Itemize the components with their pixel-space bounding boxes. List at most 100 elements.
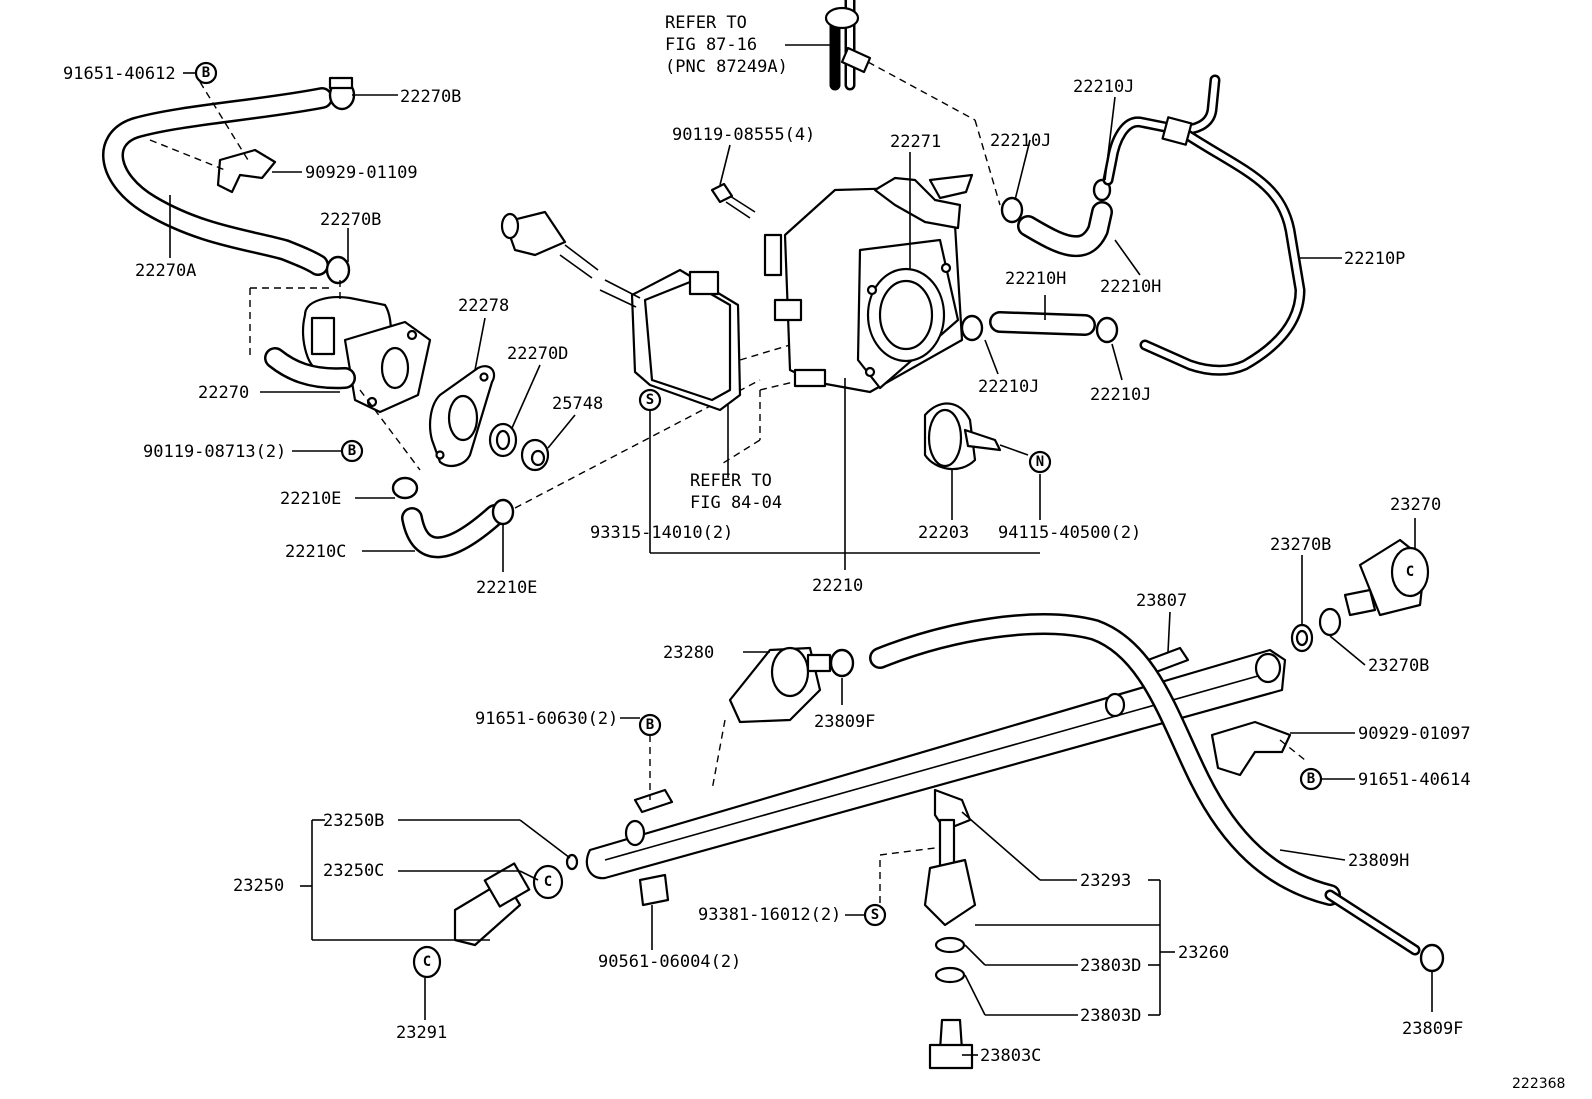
label-22270a: 22270A: [135, 261, 196, 281]
seal-25748: [520, 438, 550, 472]
clamp-23809f-right: [1419, 943, 1445, 973]
label-93315-14010: 93315-14010(2): [590, 523, 733, 543]
hose-22270a: [102, 87, 333, 276]
svg-text:N: N: [1036, 454, 1044, 470]
clamp-22270b-top: [328, 76, 356, 111]
valve-22270: [302, 296, 432, 414]
dash-22270-d: [359, 389, 421, 471]
svg-text:C: C: [1406, 564, 1414, 580]
label-22270b-top: 22270B: [400, 87, 461, 107]
label-22278: 22278: [458, 296, 509, 316]
label-22210j-4: 22210J: [1090, 385, 1151, 405]
label-22210e-bottom: 22210E: [476, 578, 537, 598]
symbol-b-1: B: [194, 61, 218, 85]
throttle-position-sensor: [599, 268, 742, 412]
injector-23250: [412, 853, 579, 979]
svg-text:B: B: [348, 443, 356, 459]
label-90929-01097: 90929-01097: [1358, 724, 1471, 744]
gasket-23270b-1: [1290, 623, 1314, 653]
label-23293: 23293: [1080, 871, 1131, 891]
label-22203: 22203: [918, 523, 969, 543]
dash-90929: [1279, 739, 1306, 761]
pressure-regulator-23280: [728, 646, 832, 724]
label-90561-06004: 90561-06004(2): [598, 952, 741, 972]
label-23809f-1: 23809F: [814, 712, 875, 732]
gasket-23270b-2: [1318, 607, 1342, 637]
label-22210h-1: 22210H: [1100, 277, 1161, 297]
clip-90929-01109: [216, 148, 277, 194]
label-23809h: 23809H: [1348, 851, 1409, 871]
label-23260: 23260: [1178, 943, 1229, 963]
gasket-22278: [429, 365, 496, 468]
throttle-body-22210: [763, 173, 974, 394]
pulsation-damper-23270: [1343, 538, 1430, 617]
svg-text:S: S: [871, 907, 879, 923]
clamp-22210j-4: [1095, 316, 1119, 344]
leader-lines: [169, 44, 1433, 1056]
dash-b1: [199, 81, 249, 161]
label-93381-16012: 93381-16012(2): [698, 905, 841, 925]
label-23270: 23270: [1390, 495, 1441, 515]
symbol-c-2: C: [423, 954, 431, 970]
refer-note-1-line1: REFER TO: [665, 13, 747, 33]
spacer-90561-06004: [638, 873, 670, 907]
label-22270b-mid: 22270B: [320, 210, 381, 230]
clamp-22270b-mid: [325, 255, 351, 285]
refer-note-1-line3: (PNC 87249A): [665, 57, 788, 77]
svg-text:C: C: [423, 954, 431, 970]
dash-top-1: [867, 61, 976, 121]
label-22271: 22271: [890, 132, 941, 152]
label-22210p: 22210P: [1344, 249, 1405, 269]
symbol-c-1: C: [544, 874, 552, 890]
label-25748: 25748: [552, 394, 603, 414]
label-23280: 23280: [663, 643, 714, 663]
label-23270b-1: 23270B: [1270, 535, 1331, 555]
dash-sensor-4: [719, 439, 761, 466]
clamp-23809f-left: [829, 648, 855, 678]
symbol-c-3: C: [1406, 564, 1414, 580]
clamp-22210e-bottom: [491, 498, 515, 526]
label-23250b: 23250B: [323, 811, 384, 831]
air-valve: [500, 210, 599, 279]
symbol-b-4: B: [1299, 767, 1323, 791]
dash-top-2: [974, 119, 1001, 206]
label-22210j-2: 22210J: [1073, 77, 1134, 97]
symbol-n-1: N: [1028, 450, 1052, 474]
clamp-22210j-3: [960, 314, 984, 342]
dash-93381-b: [879, 847, 936, 856]
label-23803d-1: 23803D: [1080, 956, 1141, 976]
screw-90119-08555: [710, 182, 756, 219]
dash-23280: [711, 719, 726, 791]
idle-diaphragm-22203: [923, 402, 1002, 471]
svg-text:B: B: [202, 65, 210, 81]
symbol-s-2: S: [863, 903, 887, 927]
symbol-b-3: B: [638, 713, 662, 737]
refer-note-2-line2: FIG 84-04: [690, 493, 782, 513]
hose-22210c: [401, 504, 506, 559]
svg-text:C: C: [544, 874, 552, 890]
label-90119-08555: 90119-08555(4): [672, 125, 815, 145]
clamp-22210e-left: [391, 476, 419, 500]
label-90929-01109: 90929-01109: [305, 163, 418, 183]
ring-22270d: [488, 422, 518, 458]
svg-text:B: B: [1307, 771, 1315, 787]
label-22210e-left: 22210E: [280, 489, 341, 509]
label-22210c: 22210C: [285, 542, 346, 562]
clamp-22210j-1: [1000, 196, 1024, 224]
label-23809f-2: 23809F: [1402, 1019, 1463, 1039]
label-94115-40500: 94115-40500(2): [998, 523, 1141, 543]
diagram-id: 222368: [1512, 1076, 1565, 1092]
fuel-hose-23809h: [869, 613, 1421, 956]
refer-note-2-line1: REFER TO: [690, 471, 772, 491]
label-22270: 22270: [198, 383, 249, 403]
symbol-b-2: B: [340, 439, 364, 463]
sensor-23260: [923, 788, 977, 1070]
nipple-top: [824, 0, 872, 91]
label-23803c: 23803C: [980, 1046, 1041, 1066]
svg-text:S: S: [646, 392, 654, 408]
hose-22270-small: [264, 347, 356, 390]
dash-b2: [149, 139, 226, 171]
svg-text:B: B: [646, 717, 654, 733]
label-22270d: 22270D: [507, 344, 568, 364]
